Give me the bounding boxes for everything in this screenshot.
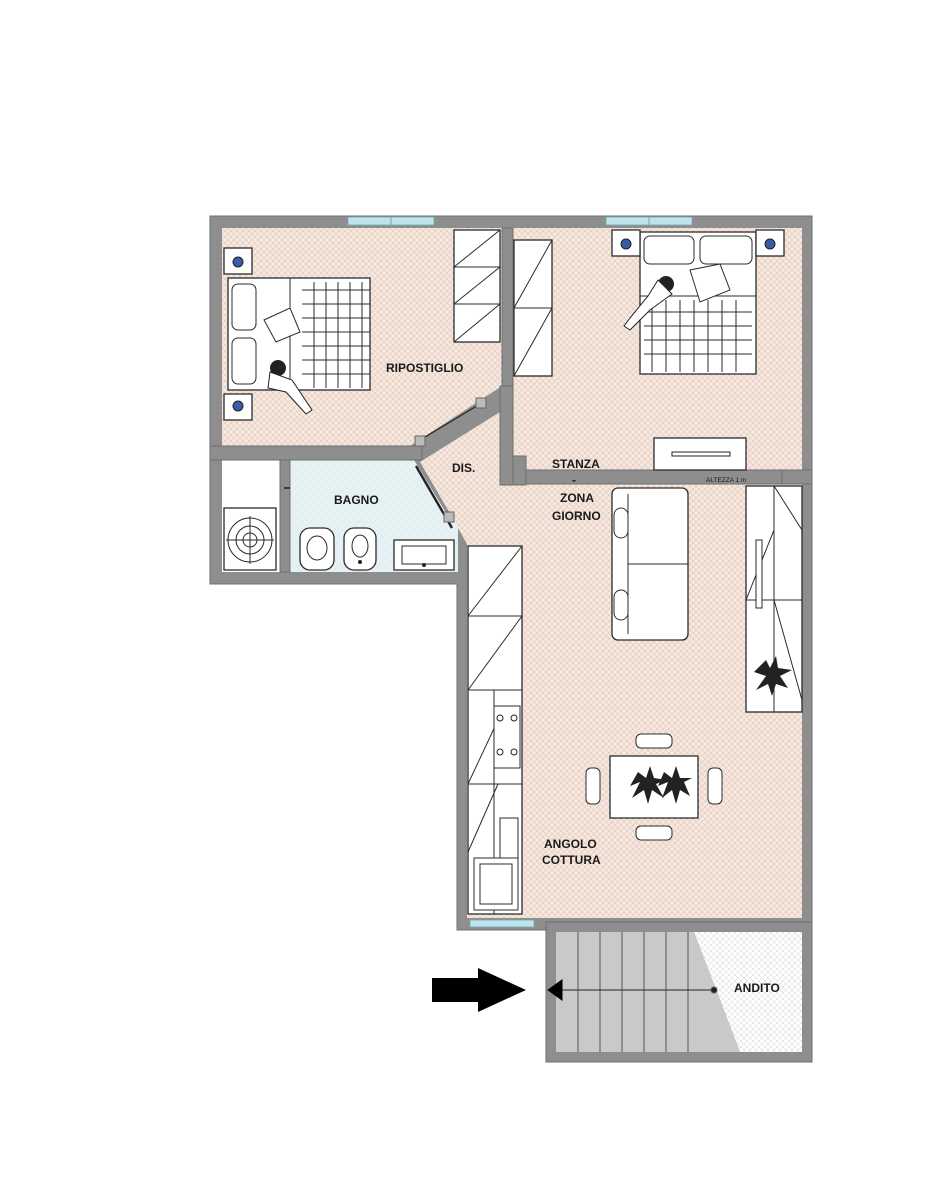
- room-label-zona: ZONA: [560, 491, 594, 505]
- room-label-cottura: COTTURA: [542, 853, 601, 867]
- room-label-dis: DIS.: [452, 461, 475, 475]
- room-label-angolo: ANGOLO: [544, 837, 597, 851]
- bed-ripostiglio: [223, 247, 371, 421]
- room-label-bagno: BAGNO: [334, 493, 379, 507]
- room-label-andito: ANDITO: [734, 981, 780, 995]
- person-icon: [623, 276, 674, 331]
- windows: [347, 216, 693, 928]
- stove-icon: [493, 705, 521, 769]
- room-label-giorno: GIORNO: [552, 509, 601, 523]
- double-bed-icon: [640, 235, 756, 372]
- room-label-stanza: STANZA: [552, 457, 600, 471]
- doors: [414, 397, 487, 529]
- dining-table-icon: [585, 733, 723, 841]
- andito-floor: [694, 932, 802, 1052]
- wardrobe-ripostiglio: [453, 229, 501, 343]
- bathroom-fixtures: [223, 487, 455, 571]
- kitchen-counter: [467, 545, 523, 915]
- room-label-ripostiglio: RIPOSTIGLIO: [386, 361, 463, 375]
- stairs-floor: [556, 932, 740, 1052]
- toilet-icon: [299, 527, 335, 571]
- room-label-stanza-dash: -: [572, 473, 576, 487]
- low-cabinet: [653, 437, 747, 471]
- person-icon: [267, 360, 313, 415]
- double-bed-icon: [231, 278, 370, 390]
- sofa-icon: [611, 487, 689, 641]
- room-labels: RIPOSTIGLIO BAGNO DIS. STANZA - ZONA GIO…: [334, 361, 780, 995]
- bed-stanza: [611, 229, 785, 375]
- interior-walls: [209, 227, 813, 573]
- entrance-arrow-icon: [432, 968, 526, 1012]
- sink-icon: [473, 817, 519, 911]
- boiler-icon: [223, 507, 277, 571]
- tv-cabinet: [745, 485, 803, 713]
- stair-icon: [547, 932, 718, 1052]
- altezza-label: ALTEZZA 1 m: [706, 477, 746, 484]
- wardrobe-stanza: [513, 239, 553, 377]
- bidet-icon: [343, 527, 377, 571]
- plant-icon: [630, 766, 692, 804]
- plant-icon: [754, 656, 792, 696]
- sink-icon: [393, 539, 455, 571]
